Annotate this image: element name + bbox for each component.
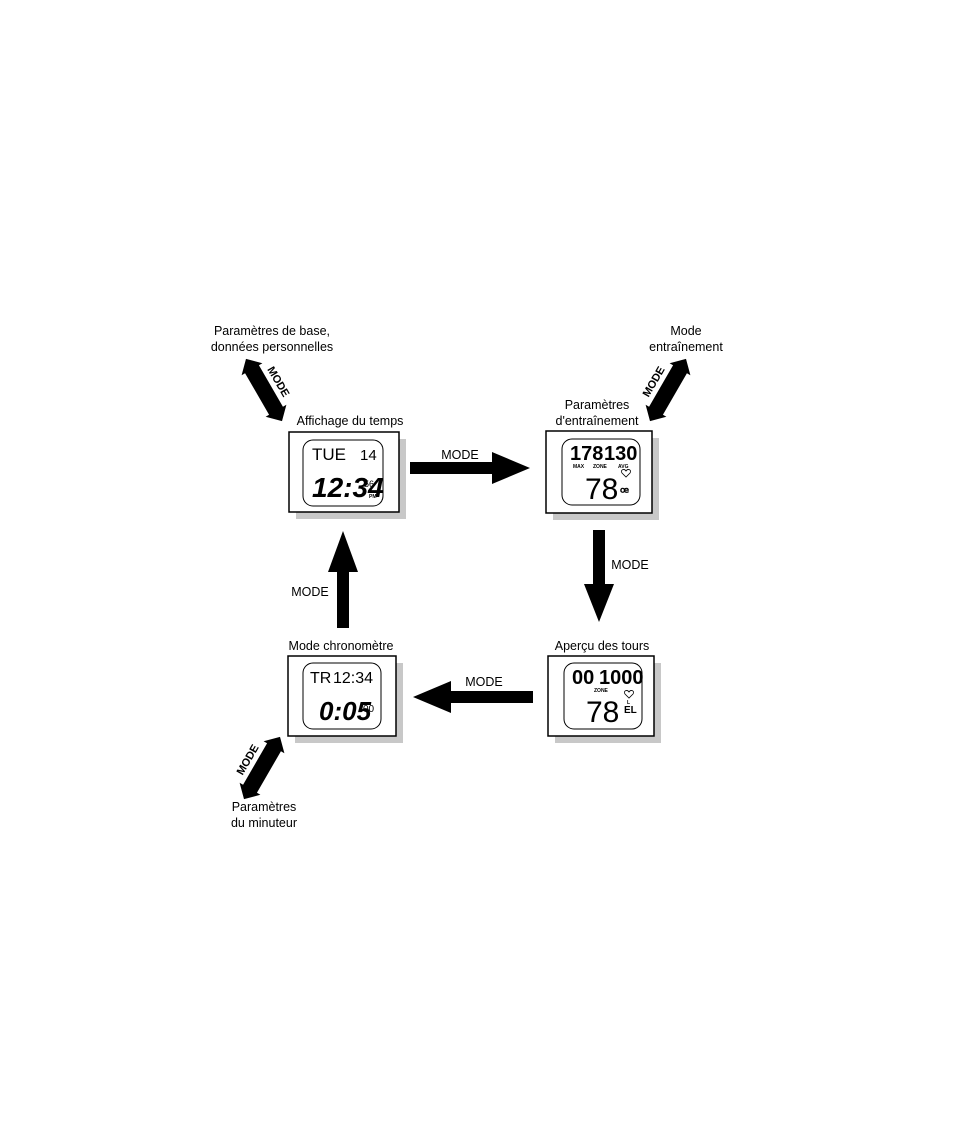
label-training-mode-2: entraînement	[649, 340, 723, 354]
watch4-time: 12:34	[333, 670, 373, 687]
watch-stopwatch: TR 12:34 0:05 00	[287, 655, 403, 743]
watch-lap-overview: 00 1000 ZONE 78 L EL	[547, 655, 661, 743]
watch1-time: 12:34	[312, 472, 384, 503]
hold-arrow-top-right: 3 sec. MODE	[641, 358, 691, 422]
arrow-up-label: MODE	[291, 585, 329, 599]
arrow-up	[328, 531, 358, 628]
watch-time-display: TUE 14 12:34 56 PM	[288, 431, 406, 519]
label-training-mode-1: Mode	[670, 324, 701, 338]
arrow-down	[584, 530, 614, 622]
hold-arrow-top-left: 3 sec. MODE	[241, 358, 291, 422]
watch2-heart-rate: 78	[585, 473, 618, 506]
watch3-side-bottom: EL	[624, 705, 637, 716]
watch3-top-left: 00	[572, 667, 594, 689]
watch3-zone: ZONE	[594, 688, 609, 694]
heart-icon-laps	[624, 690, 634, 699]
label-time-display: Affichage du temps	[297, 414, 404, 428]
label-timer-params-1: Paramètres	[232, 800, 297, 814]
arrow-right-label: MODE	[441, 448, 479, 462]
label-timer-params-2: du minuteur	[231, 816, 297, 830]
watch3-top-right: 1000	[599, 667, 644, 689]
label-training-params-2: d'entraînement	[556, 414, 640, 428]
label-lap-overview: Aperçu des tours	[555, 639, 650, 653]
label-base-params-1: Paramètres de base,	[214, 324, 330, 338]
label-training-params-1: Paramètres	[565, 398, 630, 412]
watch-training-params: 178 130 MAX ZONE AVG 78 ꟹ	[545, 430, 659, 520]
watch1-day: TUE	[312, 445, 346, 464]
watch2-zone: ZONE	[593, 464, 608, 470]
watch3-heart-rate: 78	[586, 696, 619, 729]
hold-arrow-bottom-left: 3 sec. MODE	[235, 736, 285, 800]
label-base-params-2: données personnelles	[211, 340, 333, 354]
label-stopwatch-mode: Mode chronomètre	[289, 639, 394, 653]
watch4-hundredths: 00	[363, 704, 375, 715]
arrow-left-label: MODE	[465, 675, 503, 689]
watch2-symbol: ꟹ	[620, 484, 629, 500]
watch2-top-left: 178	[570, 443, 603, 465]
watch2-max: MAX	[573, 464, 585, 470]
watch4-elapsed: 0:05	[319, 696, 372, 726]
heart-icon	[621, 469, 631, 478]
watch1-small: PM	[369, 494, 377, 500]
watch3-side-top: L	[627, 700, 630, 706]
watch1-date: 14	[360, 447, 377, 464]
watch4-prefix: TR	[310, 670, 331, 687]
arrow-right	[410, 452, 530, 484]
arrow-down-label: MODE	[611, 558, 649, 572]
watch2-avg: AVG	[618, 464, 629, 470]
watch2-top-right: 130	[604, 443, 637, 465]
arrow-left	[413, 681, 533, 713]
watch1-seconds: 56	[364, 479, 374, 489]
